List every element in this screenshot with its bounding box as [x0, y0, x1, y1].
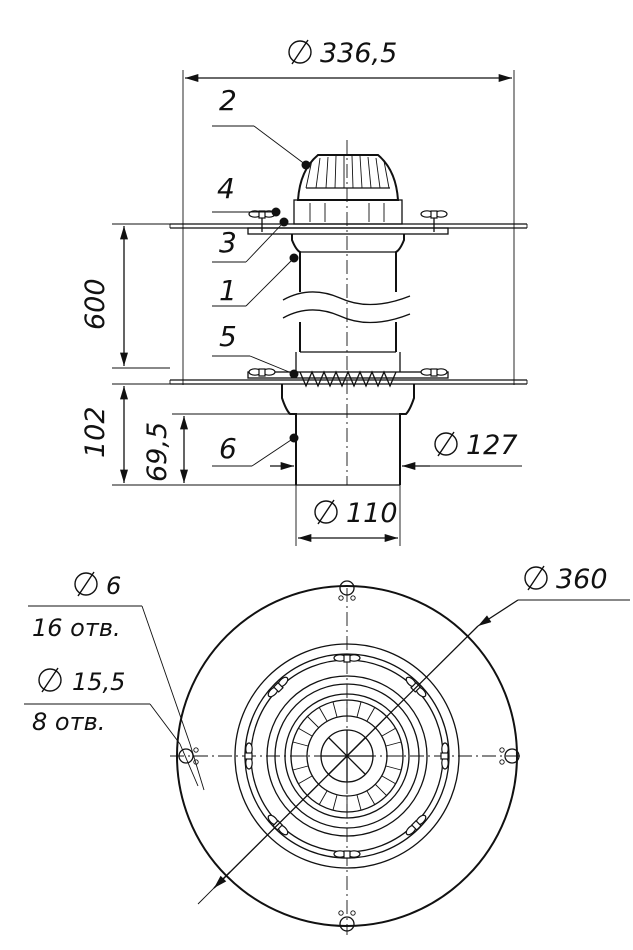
dim-diameter-110: 110 — [295, 485, 401, 546]
dim-text-69: 69,5 — [142, 422, 173, 482]
wing-nut-lower-left — [248, 368, 276, 377]
dim-height-102: 102 — [80, 383, 296, 486]
diameter-symbol-icon — [288, 39, 312, 65]
dim-text-holes-16: 16 отв. — [32, 614, 121, 642]
dim-diameter-360: 360 — [197, 564, 630, 905]
dim-text-hole-6: 6 — [106, 572, 121, 600]
dim-text-336: 336,5 — [320, 38, 397, 69]
dim-diameter-127: 127 — [270, 430, 522, 470]
callout-5: 5 — [219, 320, 237, 353]
mounting-holes — [178, 580, 520, 932]
callout-1: 1 — [219, 274, 237, 307]
dim-hole-15: 15,5 8 отв. — [24, 667, 199, 787]
dim-text-360: 360 — [556, 564, 608, 595]
dim-text-110: 110 — [346, 498, 398, 529]
side-view: 336,5 — [80, 38, 528, 546]
dim-text-127: 127 — [466, 430, 518, 461]
dim-height-69: 69,5 — [142, 413, 296, 483]
dim-text-holes-8: 8 отв. — [32, 708, 105, 736]
dim-text-hole-15: 15,5 — [72, 668, 125, 696]
wing-nut-lower-right — [420, 368, 448, 377]
dome-grate — [293, 154, 403, 225]
lower-socket — [281, 384, 415, 486]
diameter-symbol-icon — [38, 667, 62, 693]
callout-2: 2 — [219, 84, 237, 117]
upper-pipe — [282, 234, 411, 353]
callout-3: 3 — [219, 226, 237, 259]
callouts: 2 4 3 1 5 6 — [212, 84, 311, 467]
callout-4: 4 — [217, 172, 235, 205]
dim-text-102: 102 — [80, 406, 111, 458]
lower-flange — [169, 352, 528, 388]
top-view: 360 6 16 отв. 15,5 8 отв. — [24, 564, 630, 935]
dim-text-600: 600 — [80, 278, 111, 330]
diameter-symbol-icon — [524, 565, 548, 591]
dim-height-600: 600 — [80, 223, 170, 369]
diameter-symbol-icon — [74, 571, 98, 597]
wing-nut-upper-right — [420, 210, 448, 219]
callout-6: 6 — [219, 432, 237, 465]
dim-hole-6: 6 16 отв. — [28, 571, 205, 791]
outer-flange-circle — [176, 585, 518, 927]
diameter-symbol-icon — [314, 499, 338, 525]
diameter-symbol-icon — [434, 431, 458, 457]
